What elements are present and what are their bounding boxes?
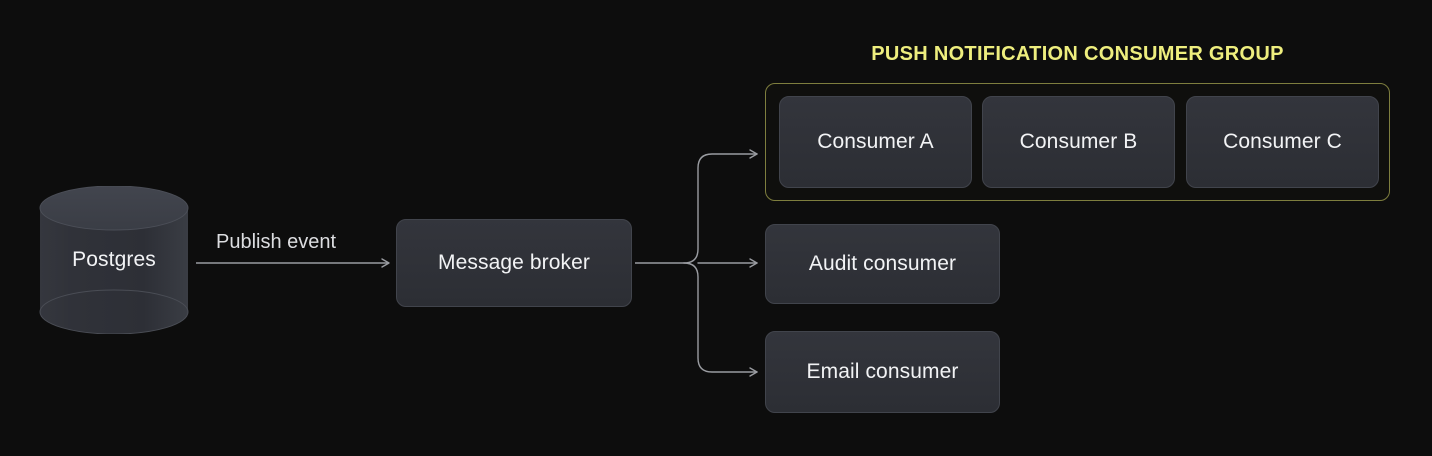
node-consumer-c-label: Consumer C	[1223, 130, 1342, 153]
node-audit-consumer-label: Audit consumer	[808, 252, 957, 275]
node-message-broker[interactable]: Message broker	[396, 219, 632, 307]
node-email-consumer[interactable]: Email consumer	[765, 331, 1000, 413]
node-consumer-b-label: Consumer B	[1019, 130, 1138, 153]
node-postgres-label: Postgres	[72, 248, 156, 271]
edge-broker-to-email	[683, 262, 758, 377]
edge-broker-to-consumer-group	[683, 149, 758, 264]
node-consumer-a-label: Consumer A	[817, 130, 934, 153]
consumer-group-title: PUSH NOTIFICATION CONSUMER GROUP	[871, 43, 1284, 65]
node-consumer-c[interactable]: Consumer C	[1186, 96, 1379, 188]
node-postgres[interactable]: Postgres	[38, 186, 190, 334]
node-message-broker-label: Message broker	[438, 251, 590, 274]
node-audit-consumer[interactable]: Audit consumer	[765, 224, 1000, 304]
node-consumer-b[interactable]: Consumer B	[982, 96, 1175, 188]
edge-label-publish-event: Publish event	[216, 231, 337, 253]
node-consumer-a[interactable]: Consumer A	[779, 96, 972, 188]
cylinder-shape	[39, 186, 189, 334]
node-email-consumer-label: Email consumer	[806, 360, 959, 383]
